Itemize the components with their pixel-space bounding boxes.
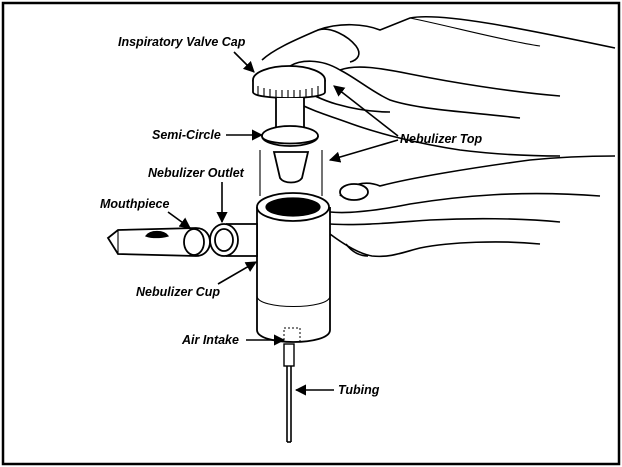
nebulizer-outlet-part [209, 223, 258, 257]
arrow-valve-cap [233, 51, 255, 73]
nebulizer-top-part [259, 150, 323, 196]
label-nebulizer-top: Nebulizer Top [400, 132, 483, 146]
lower-hand-illustration [329, 155, 616, 258]
arrow-mouthpiece [167, 211, 191, 229]
tubing-part [283, 343, 295, 443]
mouthpiece-part [106, 227, 211, 257]
label-air-intake: Air Intake [181, 333, 239, 347]
label-mouthpiece: Mouthpiece [100, 197, 169, 211]
semi-circle-part [261, 125, 319, 147]
label-tubing: Tubing [338, 383, 380, 397]
label-semi-circle: Semi-Circle [152, 128, 221, 142]
label-inspiratory-valve-cap: Inspiratory Valve Cap [118, 35, 246, 49]
arrow-nebulizer-cup [217, 261, 257, 285]
label-nebulizer-cup: Nebulizer Cup [136, 285, 220, 299]
nebulizer-cup-part [256, 192, 331, 343]
inspiratory-valve-cap-part [252, 65, 326, 131]
label-nebulizer-outlet: Nebulizer Outlet [148, 166, 245, 180]
arrow-nebulizer-top-upper [333, 85, 399, 137]
arrow-nebulizer-top-lower [328, 139, 399, 163]
leader-arrows [167, 51, 399, 396]
